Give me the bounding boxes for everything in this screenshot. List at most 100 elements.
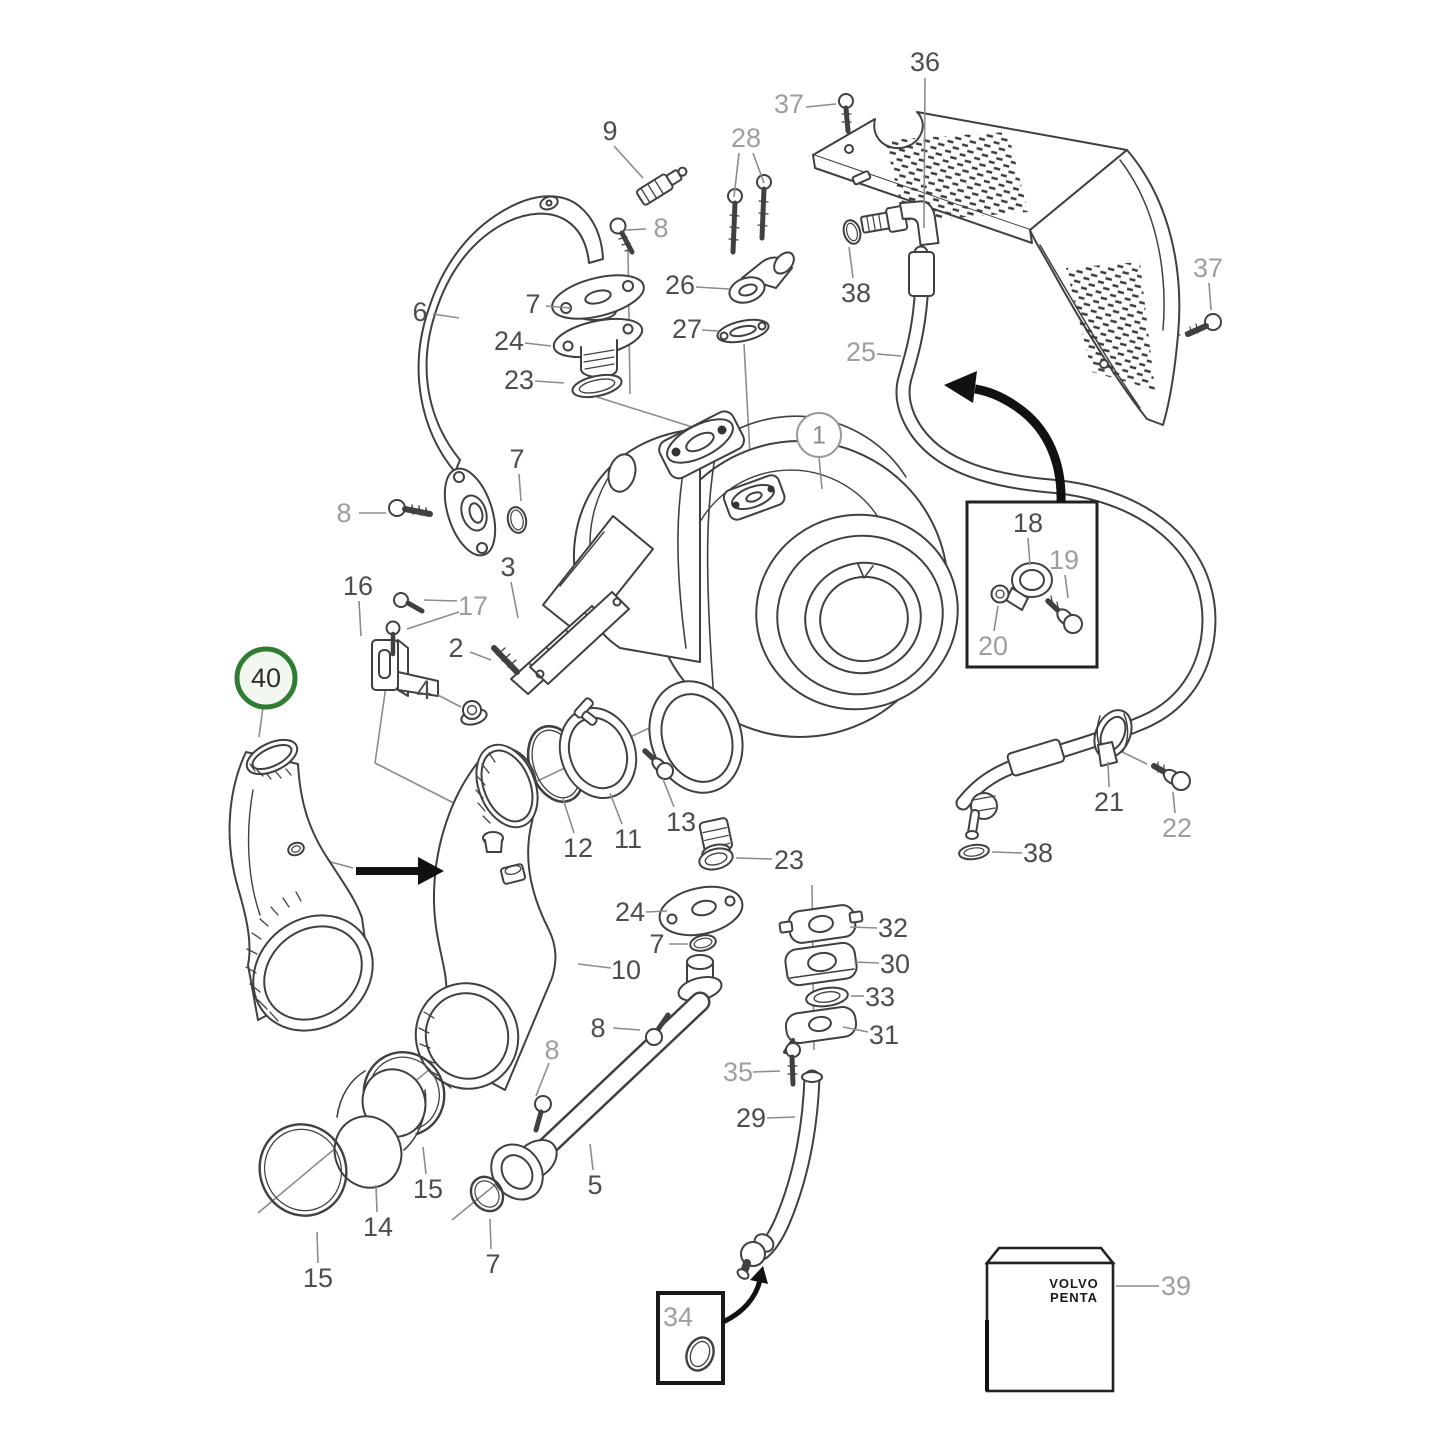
part-label-8: 8 xyxy=(336,498,386,528)
part-label-37: 37 xyxy=(1193,253,1223,311)
part-24-flange-lower xyxy=(658,885,744,937)
part-number-25: 25 xyxy=(846,337,876,367)
part-number-10: 10 xyxy=(611,955,641,985)
part-label-13: 13 xyxy=(662,778,696,837)
part-10-charge-pipe xyxy=(414,743,557,1091)
label-leader-line xyxy=(645,910,668,913)
part-number-38: 38 xyxy=(841,278,871,308)
part-number-12: 12 xyxy=(563,833,593,863)
label-leader-line xyxy=(853,961,880,964)
part-25-hose xyxy=(895,245,1217,811)
part-label-24: 24 xyxy=(494,326,552,356)
part-2-stud xyxy=(491,645,520,675)
part-label-18: 18 xyxy=(1013,508,1043,566)
part-label-27: 27 xyxy=(672,314,720,344)
guide-line xyxy=(1117,749,1148,765)
label-leader-line xyxy=(612,1027,641,1031)
part-8-bolt-pipe5 xyxy=(645,1012,671,1046)
label-leader-line xyxy=(1172,791,1176,814)
label-leader-line xyxy=(1064,574,1069,599)
label-leader-line xyxy=(406,611,460,630)
part-label-29: 29 xyxy=(736,1103,796,1133)
part-30-connection-block xyxy=(784,941,858,987)
highlight-circle[interactable] xyxy=(234,646,298,710)
part-number-27: 27 xyxy=(672,314,702,344)
part-36-heat-shield xyxy=(812,111,1181,426)
part-label-35: 35 xyxy=(723,1057,781,1087)
part-24-flange-fitting-top xyxy=(552,317,644,378)
label-leader-line xyxy=(316,1231,319,1264)
part-label-31: 31 xyxy=(842,1020,899,1050)
label-leader-line xyxy=(842,1026,869,1033)
callout-circle[interactable] xyxy=(796,412,842,458)
part-9-sensor xyxy=(635,166,688,206)
part-label-9: 9 xyxy=(602,116,644,179)
part-number-7: 7 xyxy=(509,444,524,474)
label-leader-line xyxy=(1208,282,1212,311)
part-label-23: 23 xyxy=(735,845,804,875)
label-leader-line xyxy=(733,152,740,198)
inset-box-oring-kit xyxy=(656,1266,768,1385)
part-number-14: 14 xyxy=(363,1212,393,1242)
part-16-bracket xyxy=(371,639,439,697)
part-23-ring-top xyxy=(571,373,623,399)
label-leader-line xyxy=(701,329,720,332)
part-number-8: 8 xyxy=(653,213,668,243)
label-leader-line xyxy=(375,1184,378,1213)
part-number-23: 23 xyxy=(774,845,804,875)
part-number-32: 32 xyxy=(878,913,908,943)
part-number-31: 31 xyxy=(869,1020,899,1050)
part-label-16: 16 xyxy=(343,571,373,637)
label-leader-line xyxy=(437,694,462,708)
label-leader-line xyxy=(562,798,575,834)
brand-parts-box: VOLVO PENTA xyxy=(984,1246,1116,1393)
part-label-38: 38 xyxy=(991,838,1053,868)
part-label-7: 7 xyxy=(525,289,572,319)
part-number-8: 8 xyxy=(544,1035,559,1065)
part-1-turbocharger xyxy=(572,410,959,861)
part-7-oring-lower xyxy=(689,934,717,952)
part-label-10: 10 xyxy=(577,955,641,985)
part-label-5: 5 xyxy=(587,1143,603,1200)
part-15-clamp-lower xyxy=(258,1123,348,1217)
part-number-40: 40 xyxy=(251,663,281,693)
part-number-20: 20 xyxy=(978,631,1008,661)
label-leader-line xyxy=(818,456,823,490)
part-33-washer xyxy=(805,986,849,1008)
part-number-18: 18 xyxy=(1013,508,1043,538)
part-label-2: 2 xyxy=(448,633,492,663)
label-leader-line xyxy=(662,778,675,808)
part-number-30: 30 xyxy=(880,949,910,979)
part-number-7: 7 xyxy=(485,1249,500,1279)
part-7-oring-left xyxy=(506,506,528,534)
part-21-clamp xyxy=(1093,709,1133,767)
part-number-38: 38 xyxy=(1023,838,1053,868)
part-37-bolt-left xyxy=(838,93,854,134)
part-label-37: 37 xyxy=(774,89,837,119)
brand-line2: PENTA xyxy=(1050,1290,1098,1305)
inset-box-clamp-kit xyxy=(965,500,1099,669)
part-number-9: 9 xyxy=(602,116,617,146)
part-number-6: 6 xyxy=(412,297,427,327)
label-leader-line xyxy=(993,605,999,632)
part-6-oil-supply-pipe xyxy=(417,195,604,473)
label-leader-line xyxy=(848,246,854,279)
part-29-oil-hose xyxy=(736,1069,823,1280)
label-leader-line xyxy=(432,313,460,319)
part-label-36: 36 xyxy=(910,47,940,229)
part-number-7: 7 xyxy=(525,289,540,319)
brand-line1: VOLVO xyxy=(1049,1276,1099,1291)
label-leader-line xyxy=(534,380,565,384)
part-6-lower-flange xyxy=(443,467,497,557)
label-leader-line xyxy=(613,145,644,179)
part-label-25: 25 xyxy=(846,337,902,367)
part-number-36: 36 xyxy=(910,47,940,77)
part-25-banjo-fitting xyxy=(860,200,940,247)
part-number-8: 8 xyxy=(336,498,351,528)
part-number-26: 26 xyxy=(665,270,695,300)
part-label-7: 7 xyxy=(649,929,688,959)
part-number-39: 39 xyxy=(1161,1271,1191,1301)
part-number-11: 11 xyxy=(614,824,642,854)
